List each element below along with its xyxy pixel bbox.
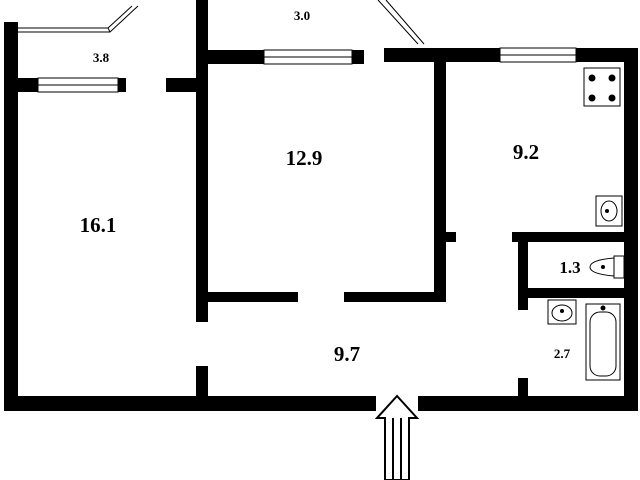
walls — [4, 0, 638, 411]
balcony-left — [18, 5, 139, 33]
bathroom-sink-icon — [547, 299, 577, 325]
wall-bottom-right — [418, 396, 638, 411]
area-label-room-left: 16.1 — [80, 213, 117, 237]
area-label-toilet: 1.3 — [559, 258, 580, 277]
wall-right-outer — [624, 48, 638, 411]
wall-kitchen-top — [384, 48, 500, 62]
wall-kitchen-stub — [446, 232, 456, 242]
area-label-hallway: 9.7 — [334, 342, 360, 366]
kitchen-sink-icon — [595, 195, 623, 227]
window-left — [37, 77, 119, 93]
stove-icon — [583, 67, 621, 107]
wall-left-outer — [4, 22, 18, 411]
wall-partition-left — [196, 0, 208, 322]
wall-mid-top-right — [352, 50, 364, 64]
wall-left-top — [18, 78, 38, 92]
windows — [37, 47, 577, 93]
bathtub-icon — [585, 303, 621, 381]
wall-left-right-stub — [166, 78, 204, 92]
wall-mid-bottom-right — [344, 292, 446, 302]
area-label-kitchen: 9.2 — [513, 140, 539, 164]
area-label-balcony-middle: 3.0 — [294, 8, 310, 23]
wall-bottom-left — [4, 396, 376, 411]
wall-kitchen-top-right — [576, 48, 624, 62]
wall-toilet-top — [512, 232, 624, 242]
area-label-balcony-left: 3.8 — [93, 50, 110, 65]
door-markers — [248, 48, 490, 302]
window-middle — [263, 49, 353, 65]
balcony-middle — [377, 0, 425, 45]
toilet-icon — [589, 255, 625, 279]
wall-mid-top-left — [196, 50, 264, 64]
wall-bath-left — [518, 282, 528, 310]
area-label-room-middle: 12.9 — [286, 146, 323, 170]
entrance-arrow-icon — [374, 394, 420, 480]
wall-toilet-left — [518, 242, 528, 288]
wall-left-top-stub — [118, 78, 126, 92]
wall-bath-left-lower — [518, 378, 528, 411]
window-kitchen — [499, 47, 577, 63]
area-label-bathroom: 2.7 — [554, 346, 571, 361]
wall-bath-divider — [528, 288, 624, 298]
wall-partition-kitchen — [434, 62, 446, 300]
